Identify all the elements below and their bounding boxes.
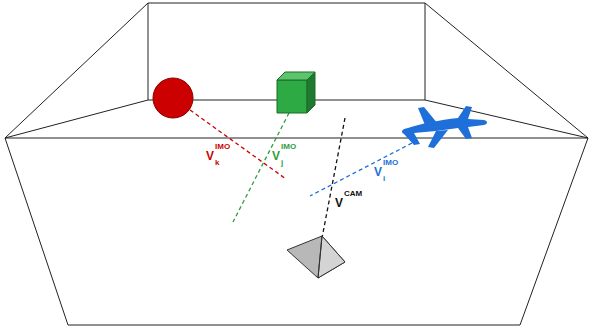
superscript-tag: CAM [343, 190, 363, 198]
subscript-index: j [280, 159, 284, 167]
subscript-index: k [214, 159, 220, 167]
subscript-index: i [382, 175, 386, 183]
superscript-tag: IMO [280, 143, 297, 151]
red-sphere [153, 78, 193, 118]
vector-symbol: V [334, 197, 344, 209]
blue-airplane [402, 106, 487, 148]
velocity-line [322, 118, 345, 238]
velocity-line [233, 113, 289, 222]
superscript-tag: IMO [382, 159, 399, 167]
velocity-line [190, 110, 286, 179]
green-cube [277, 72, 315, 113]
velocity-line [310, 143, 412, 196]
superscript-tag: IMO [214, 143, 231, 151]
room-wireframe [5, 3, 588, 325]
camera-pyramid [287, 236, 345, 278]
